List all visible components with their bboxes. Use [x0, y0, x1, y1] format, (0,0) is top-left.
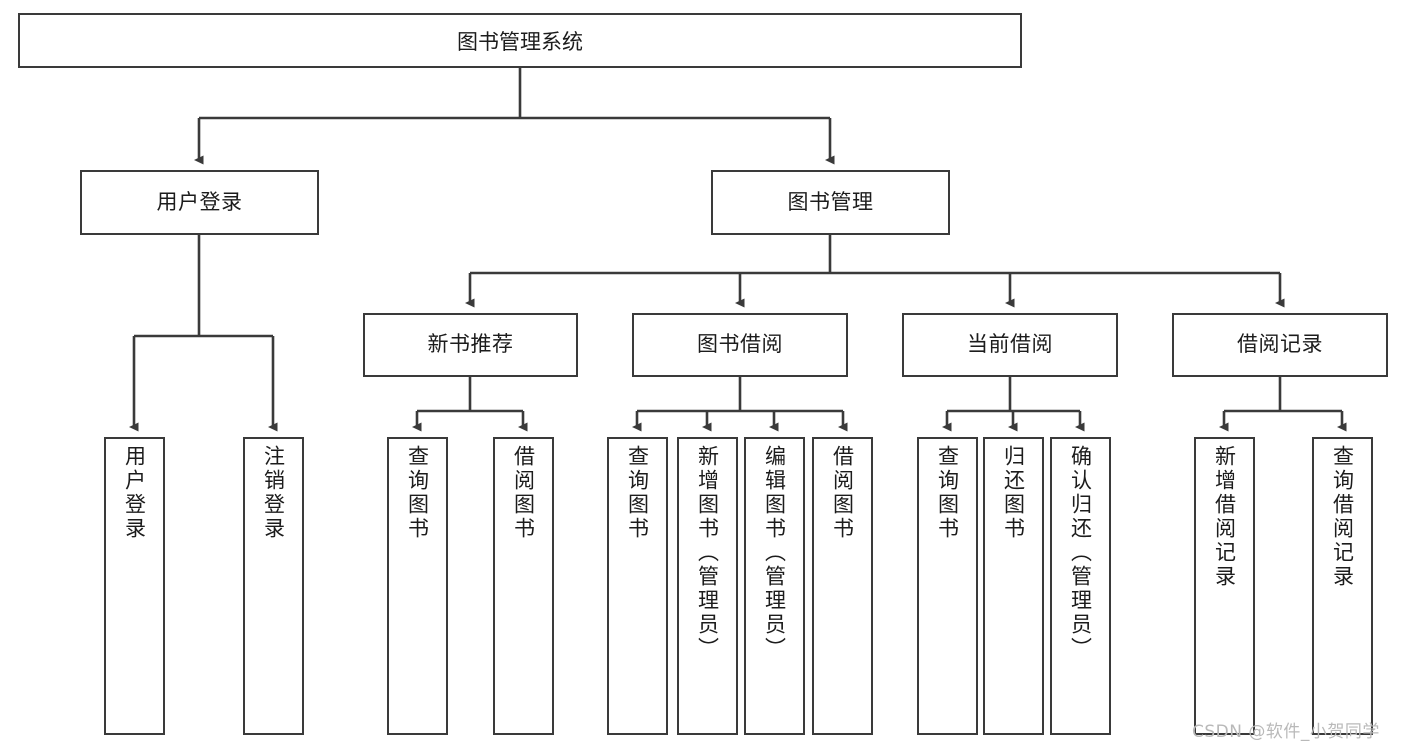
node-label: 查询图书	[625, 445, 650, 541]
node-new-book-recommend[interactable]: 新书推荐	[363, 313, 578, 377]
node-leaf-confirm-return-admin[interactable]: 确认归还（管理员）	[1050, 437, 1111, 735]
node-leaf-query-book-current[interactable]: 查询图书	[917, 437, 978, 735]
csdn-watermark: CSDN @软件_小贺同学	[1192, 722, 1380, 742]
node-label: 图书借阅	[697, 332, 783, 357]
node-label: 注销登录	[261, 445, 286, 541]
node-book-borrow[interactable]: 图书借阅	[632, 313, 848, 377]
node-label: 查询借阅记录	[1330, 445, 1355, 589]
node-leaf-logout[interactable]: 注销登录	[243, 437, 304, 735]
node-label: 查询图书	[935, 445, 960, 541]
node-current-borrow[interactable]: 当前借阅	[902, 313, 1118, 377]
node-label: 图书管理	[787, 189, 874, 214]
node-label: 用户登录	[122, 445, 147, 541]
node-book-management[interactable]: 图书管理	[711, 170, 950, 235]
node-leaf-borrow-book-recommend[interactable]: 借阅图书	[493, 437, 554, 735]
node-label: 归还图书	[1001, 445, 1026, 541]
node-label: 确认归还（管理员）	[1068, 445, 1093, 661]
node-leaf-return-book[interactable]: 归还图书	[983, 437, 1044, 735]
node-label: 新增图书（管理员）	[695, 445, 720, 661]
node-leaf-add-borrow-record[interactable]: 新增借阅记录	[1194, 437, 1255, 735]
node-label: 借阅记录	[1237, 332, 1323, 357]
node-label: 当前借阅	[967, 332, 1053, 357]
node-leaf-user-login[interactable]: 用户登录	[104, 437, 165, 735]
node-leaf-edit-book-admin[interactable]: 编辑图书（管理员）	[744, 437, 805, 735]
node-label: 图书管理系统	[457, 29, 583, 54]
node-label: 新书推荐	[427, 332, 514, 357]
node-leaf-query-book[interactable]: 查询图书	[607, 437, 668, 735]
node-label: 查询图书	[405, 445, 430, 541]
node-leaf-add-book-admin[interactable]: 新增图书（管理员）	[677, 437, 738, 735]
node-leaf-query-borrow-record[interactable]: 查询借阅记录	[1312, 437, 1373, 735]
node-label: 编辑图书（管理员）	[762, 445, 787, 661]
node-label: 借阅图书	[830, 445, 855, 541]
node-borrow-record[interactable]: 借阅记录	[1172, 313, 1388, 377]
node-leaf-borrow-book[interactable]: 借阅图书	[812, 437, 873, 735]
node-label: 用户登录	[156, 189, 243, 214]
node-leaf-query-book-recommend[interactable]: 查询图书	[387, 437, 448, 735]
node-label: 新增借阅记录	[1212, 445, 1237, 589]
node-label: 借阅图书	[511, 445, 536, 541]
node-user-login[interactable]: 用户登录	[80, 170, 319, 235]
node-root-book-management-system[interactable]: 图书管理系统	[18, 13, 1022, 68]
